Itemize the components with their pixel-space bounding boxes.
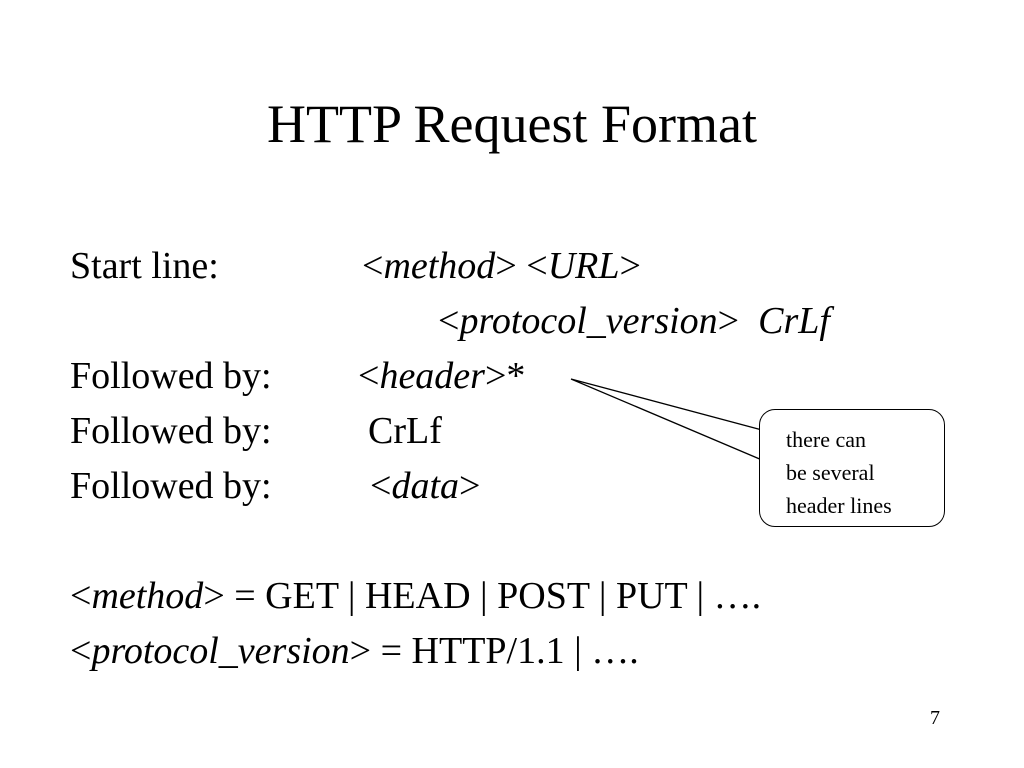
crlf-line-value: CrLf (368, 410, 442, 452)
header-line-label: Followed by: (70, 355, 272, 397)
data-line-label: Followed by: (70, 465, 272, 507)
start-line-protocol: <protocol_version> CrLf (438, 300, 830, 342)
start-line-syntax: <method> <URL> (362, 245, 641, 287)
callout-text: there can be several header lines (786, 423, 892, 522)
method-term: method (383, 245, 496, 287)
callout-line: header lines (786, 493, 892, 518)
start-line-label: Start line: (70, 245, 219, 287)
callout-box (759, 409, 945, 527)
crlf-term: CrLf (758, 300, 830, 342)
data-term: data (391, 465, 459, 507)
page-number: 7 (930, 707, 940, 729)
header-term: header (379, 355, 485, 397)
data-line-syntax: <data> (370, 465, 481, 507)
callout-line: be several (786, 460, 875, 485)
header-line-syntax: <header>* (358, 355, 526, 397)
crlf-line-label: Followed by: (70, 410, 272, 452)
protocol-version-term: protocol_version (459, 300, 718, 342)
repeat-star: * (506, 355, 526, 397)
callout-line: there can (786, 427, 866, 452)
url-term: URL (547, 245, 620, 287)
slide-title: HTTP Request Format (267, 94, 757, 154)
method-definition: <method> = GET | HEAD | POST | PUT | …. (70, 575, 762, 617)
protocol-version-definition: <protocol_version> = HTTP/1.1 | …. (70, 630, 639, 672)
